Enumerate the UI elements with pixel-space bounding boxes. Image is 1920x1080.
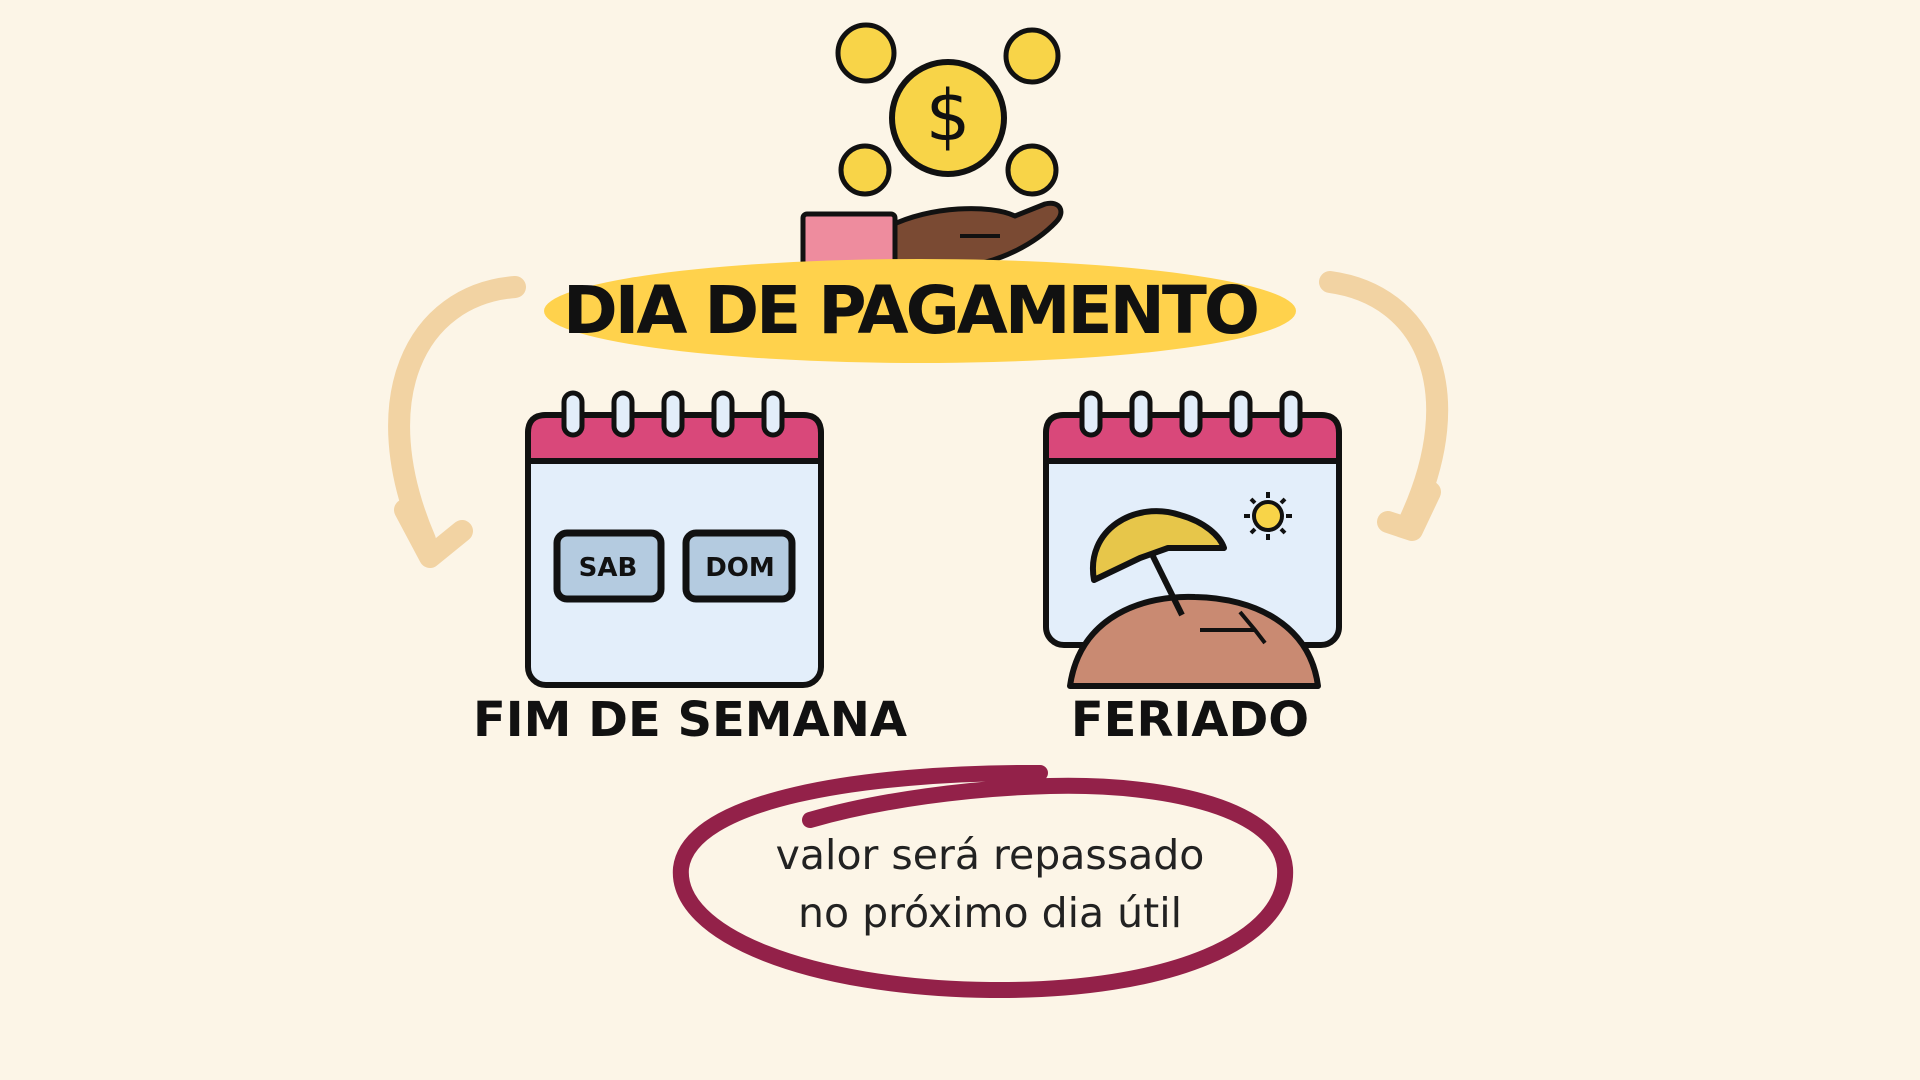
note-line-1: valor será repassado — [775, 831, 1205, 879]
dollar-coin-icon: $ — [835, 22, 1061, 197]
hand-icon — [800, 200, 1064, 269]
holiday-calendar-icon — [1043, 390, 1342, 689]
note-ellipse — [672, 764, 1294, 999]
weekend-calendar-icon — [525, 390, 824, 688]
sun-icon — [1244, 492, 1292, 540]
day-saturday: SAB — [578, 553, 638, 583]
svg-text:$: $ — [926, 75, 971, 157]
day-sunday: DOM — [705, 553, 775, 583]
note-line-2: no próximo dia útil — [797, 889, 1183, 937]
beach-umbrella-icon — [1089, 508, 1227, 617]
holiday-label: FERIADO — [1070, 692, 1310, 748]
title-highlight — [544, 259, 1296, 363]
weekend-label: FIM DE SEMANA — [472, 692, 908, 748]
diagram-title: DIA DE PAGAMENTO — [562, 272, 1260, 349]
right-arrow — [1319, 271, 1449, 541]
note-text: valor será repassado no próximo dia útil — [720, 826, 1260, 942]
left-arrow — [388, 276, 526, 568]
